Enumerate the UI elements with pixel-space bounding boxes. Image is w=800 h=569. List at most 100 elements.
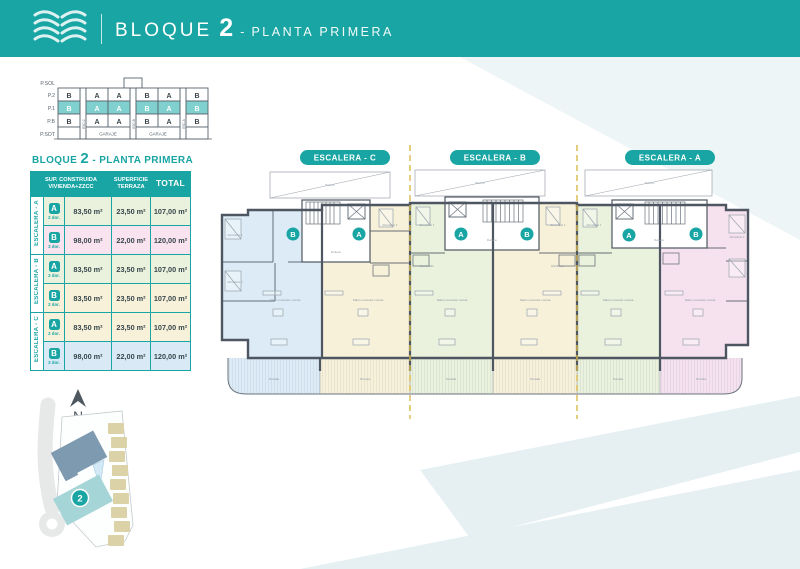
svg-text:Terraza: Terraza [360, 377, 371, 381]
svg-text:Salón comedor cocina: Salón comedor cocina [353, 298, 384, 302]
table-row: ESCALERA - A A 2 dor. 83,50 m² 23,50 m² … [30, 196, 191, 255]
svg-text:GARAJE: GARAJE [149, 132, 167, 137]
unit-badge-cell: A 2 dor. [43, 196, 65, 226]
site-block-1 [50, 430, 108, 482]
sup-value: 83,50 m² [64, 283, 112, 313]
header-divider [101, 13, 102, 44]
table-row: B 2 dor. 83,50 m² 23,50 m² 107,00 m² [31, 283, 191, 313]
unit-badge-cell: B 3 dor. [43, 225, 65, 255]
svg-text:Dormitorio 1: Dormitorio 1 [551, 223, 566, 227]
unit-badge-cell: B 2 dor. [43, 283, 65, 313]
room-labels: Salón comedor cocina Salón comedor cocin… [228, 223, 745, 381]
svg-text:B: B [144, 106, 149, 113]
svg-text:Rellano: Rellano [654, 238, 665, 242]
dorm-count: 3 dor. [48, 244, 60, 249]
svg-text:P.SOL: P.SOL [40, 81, 55, 87]
apartment-c-b [222, 210, 322, 358]
table-row: ESCALERA - C A 2 dor. 83,50 m² 23,50 m² … [30, 312, 191, 371]
svg-text:Distribuidor: Distribuidor [551, 264, 565, 268]
svg-text:Distribuidor: Distribuidor [420, 264, 434, 268]
svg-text:A: A [94, 93, 99, 100]
dorm-count: 2 dor. [48, 215, 60, 220]
table-row: B 3 dor. 98,00 m² 22,00 m² 120,00 m² [31, 225, 191, 255]
svg-text:A: A [166, 106, 171, 113]
svg-text:B: B [144, 119, 149, 126]
block-2-badge: 2 [70, 488, 90, 508]
total-value: 107,00 m² [150, 283, 191, 313]
plan-unit-badges: B A A B A B [286, 227, 703, 242]
terrace-band [227, 358, 743, 395]
dorm-count: 3 dor. [48, 360, 60, 365]
unit-letter-badge: A [48, 261, 60, 272]
unit-letter-badge: A [48, 319, 60, 330]
sup-value: 98,00 m² [64, 225, 112, 255]
unit-badge-cell: A 2 dor. [43, 312, 65, 342]
terraza-value: 23,50 m² [111, 312, 151, 342]
svg-text:P.B: P.B [47, 119, 55, 125]
svg-text:Rellano: Rellano [487, 238, 498, 242]
sup-value: 83,50 m² [64, 254, 112, 284]
svg-text:P.1: P.1 [48, 106, 55, 112]
svg-text:ESCALERA - A: ESCALERA - A [639, 154, 701, 163]
svg-text:A: A [166, 119, 171, 126]
garage-labels: GARAJE GARAJE [99, 132, 167, 137]
unit-letter-badge: A [48, 203, 60, 214]
svg-text:Dormitorio 2: Dormitorio 2 [730, 235, 745, 239]
svg-text:B: B [194, 106, 199, 113]
site-plan: N 2 [37, 389, 134, 548]
svg-text:A: A [116, 106, 121, 113]
sup-value: 83,50 m² [64, 196, 112, 226]
table-title-suffix: - PLANTA PRIMERA [92, 155, 194, 166]
unit-badge-cell: B 3 dor. [43, 341, 65, 371]
sup-value: 83,50 m² [64, 312, 112, 342]
floor-subtitle: PLANTA PRIMERA [251, 24, 394, 39]
terraza-value: 22,00 m² [111, 225, 151, 255]
svg-text:ESCALERA - B: ESCALERA - B [464, 154, 527, 163]
svg-text:Salón comedor cocina: Salón comedor cocina [270, 298, 301, 302]
svg-text:A: A [458, 230, 464, 239]
block-label: BLOQUE [115, 19, 213, 41]
svg-text:Dormitorio 2: Dormitorio 2 [383, 223, 398, 227]
svg-text:P.2: P.2 [48, 93, 55, 99]
svg-text:A: A [116, 93, 121, 100]
terraza-value: 22,00 m² [111, 341, 151, 371]
header-total: TOTAL [150, 171, 191, 197]
svg-text:ESCALERA - C: ESCALERA - C [314, 154, 377, 163]
svg-text:Salón comedor cocina: Salón comedor cocina [603, 298, 634, 302]
svg-text:Salón comedor cocina: Salón comedor cocina [437, 298, 468, 302]
sup-value: 98,00 m² [64, 341, 112, 371]
site-pool [92, 459, 105, 487]
svg-text:A: A [626, 231, 632, 240]
unit-letter-badge: B [48, 290, 60, 301]
area-table-section: BLOQUE 2 - PLANTA PRIMERA SUP. CONSTRUID… [30, 150, 193, 371]
header-bar: BLOQUE 2 - PLANTA PRIMERA [0, 0, 800, 57]
svg-text:Dormitorio 1: Dormitorio 1 [228, 233, 243, 237]
site-road [37, 397, 65, 537]
total-value: 107,00 m² [150, 254, 191, 284]
svg-text:Dormitorio 1: Dormitorio 1 [420, 223, 435, 227]
terraza-value: 23,50 m² [111, 283, 151, 313]
escalera-pills: ESCALERA - C ESCALERA - B ESCALERA - A [300, 150, 715, 165]
title-separator: - [240, 23, 245, 39]
floor-labels: P.SOL P.2 P.1 P.B P.SOT [40, 81, 56, 138]
page-title: BLOQUE 2 - PLANTA PRIMERA [115, 13, 394, 42]
dorm-count: 2 dor. [48, 302, 60, 307]
escalera-b-label: ESCALERA - B [30, 254, 44, 313]
svg-text:B: B [194, 93, 199, 100]
table-title: BLOQUE 2 - PLANTA PRIMERA [32, 150, 193, 167]
svg-text:B: B [66, 93, 71, 100]
section-divider-lines [409, 145, 578, 419]
svg-text:P.SOT: P.SOT [40, 132, 56, 138]
table-title-number: 2 [80, 150, 90, 167]
furniture-layer [224, 206, 746, 346]
table-row: B 3 dor. 98,00 m² 22,00 m² 120,00 m² [31, 341, 191, 371]
block-number: 2 [219, 13, 234, 42]
floor-plan: Balcón Balcón Balcón [220, 145, 750, 419]
total-value: 120,00 m² [150, 341, 191, 371]
brand-logo-icon [33, 5, 88, 52]
